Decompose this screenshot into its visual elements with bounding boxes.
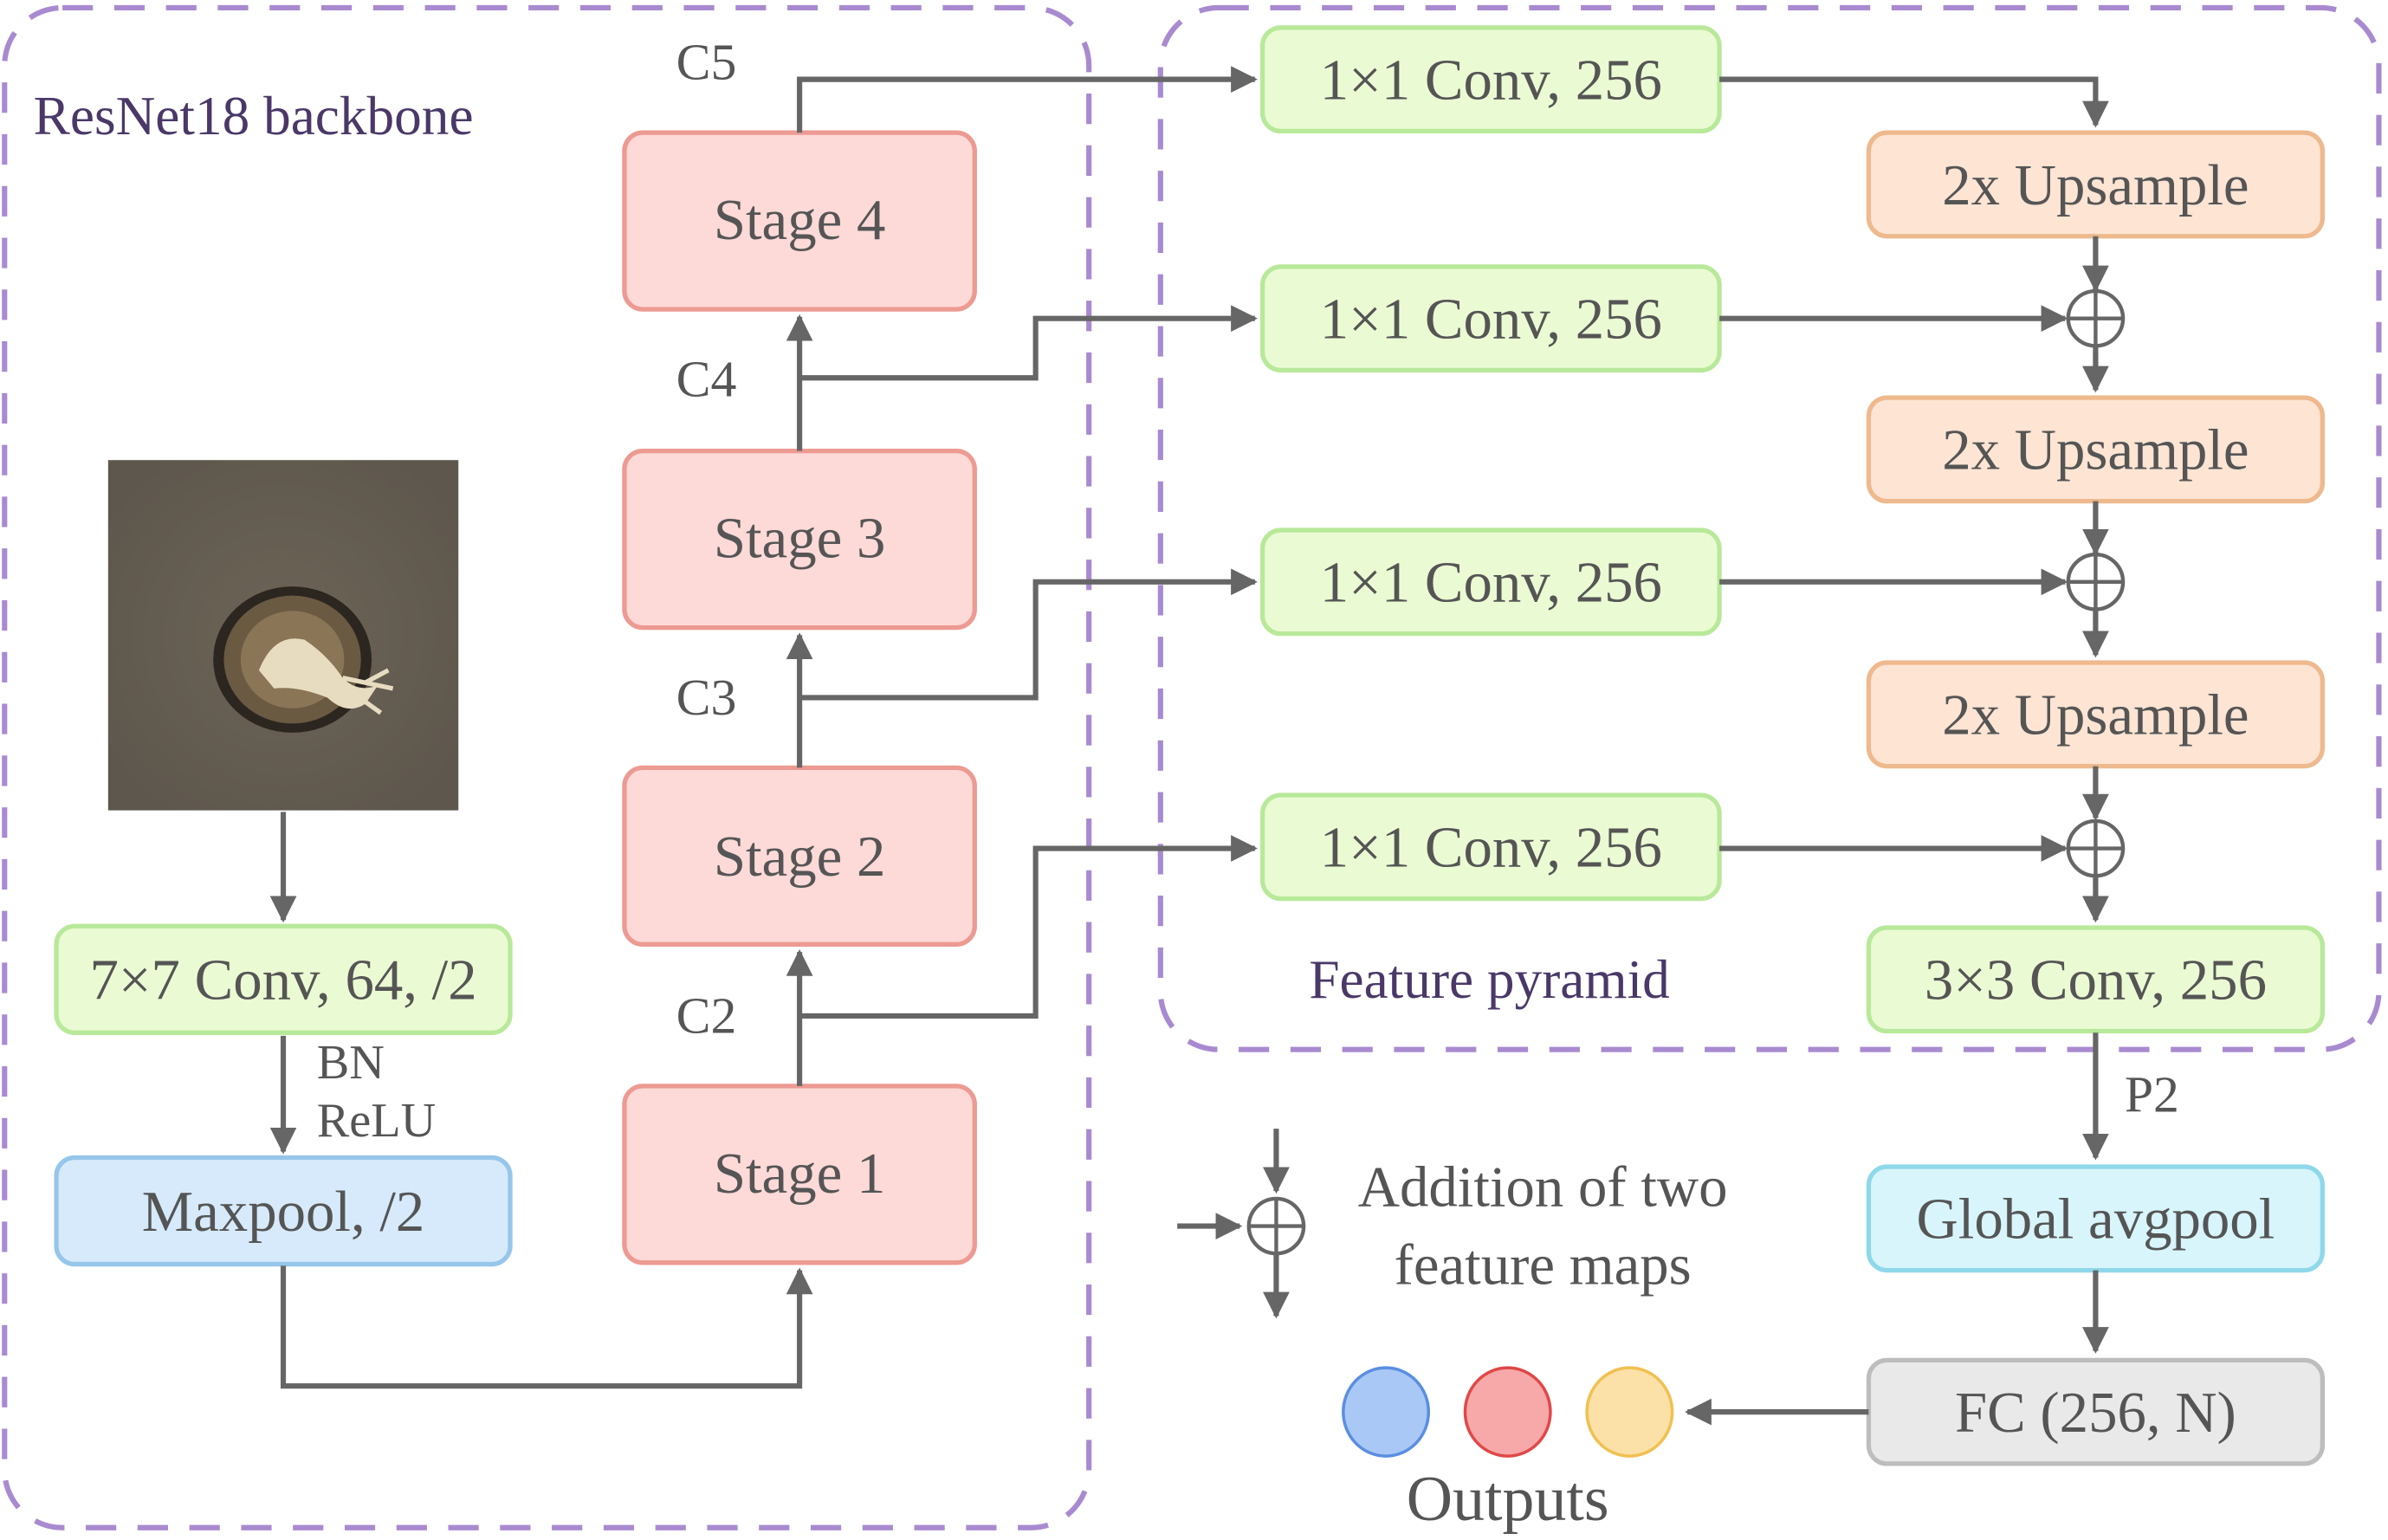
pyramid-group (1157, 4, 2382, 1052)
legend-line-1: Addition of two (1358, 1155, 1728, 1220)
c4-label: C4 (676, 350, 737, 407)
fc-label: FC (256, N) (1955, 1381, 2236, 1445)
edge-p5-to-upsample (1719, 76, 2109, 128)
edge-maxpool-to-stage1 (280, 1265, 813, 1389)
stage-3-label: Stage 3 (714, 507, 886, 571)
bn-label: BN (317, 1036, 385, 1090)
smooth-conv: 3×3 Conv, 256 (1866, 925, 2326, 1034)
lateral-conv-c2-label: 1×1 Conv, 256 (1320, 816, 1662, 880)
maxpool-label: Maxpool, /2 (142, 1180, 425, 1244)
input-image (107, 460, 459, 811)
edge-c3-lateral (799, 568, 1258, 701)
upsample-3-label: 2x Upsample (1942, 683, 2249, 747)
lateral-conv-c4-label: 1×1 Conv, 256 (1320, 288, 1662, 352)
c5-label: C5 (676, 34, 737, 91)
upsample-1: 2x Upsample (1866, 130, 2326, 239)
legend-add-symbol (1177, 1129, 1306, 1319)
c2-label: C2 (676, 987, 737, 1044)
lateral-conv-c3-label: 1×1 Conv, 256 (1320, 551, 1662, 615)
lateral-conv-c3: 1×1 Conv, 256 (1259, 527, 1722, 637)
output-node (1463, 1366, 1552, 1458)
relu-label: ReLU (317, 1094, 436, 1148)
lateral-conv-c4: 1×1 Conv, 256 (1259, 264, 1722, 373)
upsample-2: 2x Upsample (1866, 395, 2326, 504)
global-avgpool-block: Global avgpool (1866, 1164, 2326, 1273)
stage-1-label: Stage 1 (714, 1142, 886, 1206)
add-icon (2066, 819, 2126, 878)
upsample-1-label: 2x Upsample (1942, 153, 2249, 217)
upsample-3: 2x Upsample (1866, 660, 2326, 769)
stage-4-label: Stage 4 (714, 188, 886, 252)
output-node (1342, 1366, 1431, 1458)
outputs-label: Outputs (1407, 1463, 1609, 1534)
p2-label: P2 (2125, 1066, 2179, 1123)
conv7-label: 7×7 Conv, 64, /2 (89, 948, 476, 1013)
stage-2-block: Stage 2 (622, 765, 977, 947)
backbone-title: ResNet18 backbone (34, 86, 474, 146)
lateral-conv-c5-label: 1×1 Conv, 256 (1320, 48, 1662, 112)
fc-block: FC (256, N) (1866, 1357, 2326, 1466)
stage-1-block: Stage 1 (622, 1084, 977, 1265)
smooth-conv-label: 3×3 Conv, 256 (1925, 948, 2267, 1013)
output-node (1585, 1366, 1674, 1458)
add-icon (2066, 553, 2126, 611)
add-icon (2066, 288, 2126, 348)
stage-4-block: Stage 4 (622, 130, 977, 312)
c3-label: C3 (676, 669, 737, 726)
edge-c2-lateral (799, 835, 1258, 1019)
stage-3-block: Stage 3 (622, 449, 977, 631)
maxpool-block: Maxpool, /2 (54, 1155, 513, 1267)
upsample-2-label: 2x Upsample (1942, 418, 2249, 482)
lateral-conv-c5: 1×1 Conv, 256 (1259, 25, 1722, 134)
pyramid-title: Feature pyramid (1309, 949, 1669, 1010)
edge-c5-lateral (797, 66, 1258, 133)
outputs-group (1342, 1366, 1674, 1458)
legend-line-2: feature maps (1395, 1233, 1692, 1297)
stage-2-label: Stage 2 (714, 825, 886, 889)
global-avgpool-label: Global avgpool (1917, 1187, 2275, 1252)
backbone-group (2, 4, 1092, 1530)
edge-c4-lateral (799, 305, 1258, 381)
conv7-block: 7×7 Conv, 64, /2 (54, 923, 513, 1035)
lateral-conv-c2: 1×1 Conv, 256 (1259, 793, 1722, 902)
